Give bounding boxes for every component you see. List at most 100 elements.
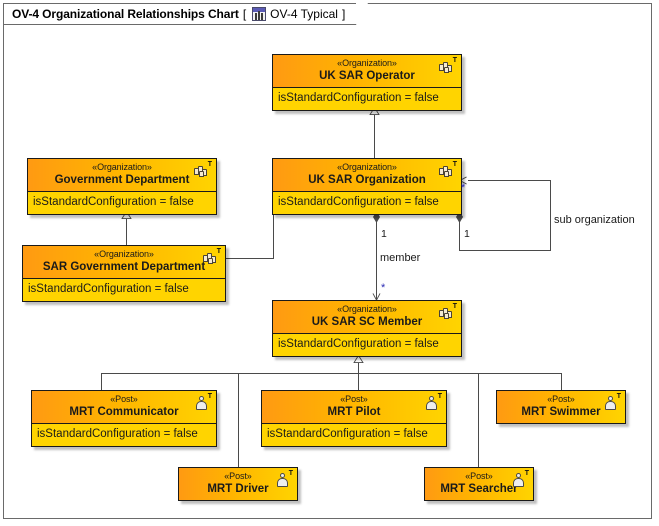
node-uk-sar-organization[interactable]: T «Organization» UK SAR Organization isS… — [272, 158, 462, 215]
bracket-open: [ — [242, 7, 247, 21]
node-stereotype: «Organization» — [337, 304, 397, 314]
node-government-department[interactable]: T «Organization» Government Department i… — [27, 158, 217, 215]
label-member: member — [380, 252, 421, 264]
node-header: T «Post» MRT Pilot — [262, 391, 446, 424]
diagram-icon — [252, 7, 267, 21]
node-header: T «Organization» UK SAR Operator — [273, 55, 461, 88]
node-header: T «Post» MRT Communicator — [32, 391, 216, 424]
node-name: MRT Pilot — [327, 406, 381, 418]
node-mrt-driver[interactable]: T «Post» MRT Driver — [178, 467, 298, 501]
post-glyph — [196, 396, 207, 410]
icon-t-marker: T — [452, 161, 457, 168]
node-mrt-swimmer[interactable]: T «Post» MRT Swimmer — [496, 390, 626, 424]
association-sargov-to-uksar-riser — [273, 212, 274, 259]
post-tree-drop-swimmer — [561, 373, 562, 390]
composition-diamond-sub-organization — [456, 211, 463, 223]
post-icon: T — [194, 393, 212, 411]
post-icon: T — [511, 470, 529, 488]
post-glyph — [605, 396, 616, 410]
post-tree-trunk — [358, 363, 359, 374]
generalization-sargov-to-gov-line — [126, 219, 127, 246]
icon-t-marker: T — [616, 393, 621, 400]
node-name: UK SAR Organization — [308, 174, 426, 186]
multiplicity-member-source: 1 — [381, 228, 387, 240]
organization-icon: T — [203, 248, 221, 266]
icon-t-marker: T — [288, 470, 293, 477]
post-tree-drop-pilot — [358, 373, 359, 390]
node-mrt-pilot[interactable]: T «Post» MRT Pilot isStandardConfigurati… — [261, 390, 447, 447]
post-glyph — [513, 473, 524, 487]
post-tree-drop-driver — [238, 373, 239, 468]
post-tree-bus — [101, 373, 561, 374]
node-stereotype: «Post» — [224, 471, 252, 481]
diagram-subtitle: OV-4 Typical — [270, 7, 338, 21]
node-uk-sar-operator[interactable]: T «Organization» UK SAR Operator isStand… — [272, 54, 462, 111]
label-sub-organization: sub organization — [554, 214, 635, 226]
icon-t-marker: T — [452, 303, 457, 310]
organization-glyph — [439, 60, 454, 74]
organization-icon: T — [439, 161, 457, 179]
organization-icon: T — [439, 303, 457, 321]
node-stereotype: «Organization» — [94, 249, 154, 259]
sub-organization-line-right — [550, 180, 551, 251]
node-attribute: isStandardConfiguration = false — [273, 88, 461, 110]
multiplicity-sub-organization-source: 1 — [464, 228, 470, 240]
bracket-close: ] — [341, 7, 346, 21]
organization-glyph — [203, 251, 218, 265]
node-name: UK SAR Operator — [319, 70, 415, 82]
node-name: MRT Swimmer — [521, 406, 601, 418]
node-header: T «Organization» UK SAR Organization — [273, 159, 461, 192]
node-name: MRT Communicator — [69, 406, 179, 418]
sub-organization-line-down — [459, 216, 460, 251]
node-uk-sar-sc-member[interactable]: T «Organization» UK SAR SC Member isStan… — [272, 300, 462, 357]
node-stereotype: «Organization» — [337, 162, 397, 172]
node-attribute: isStandardConfiguration = false — [273, 334, 461, 356]
multiplicity-sub-organization-target: * — [461, 182, 466, 194]
icon-t-marker: T — [524, 470, 529, 477]
association-sargov-to-uksar-line — [226, 258, 274, 259]
post-icon: T — [424, 393, 442, 411]
node-name: Government Department — [54, 174, 190, 186]
post-tree-drop-communicator — [101, 373, 102, 390]
diagram-title-tab[interactable]: OV-4 Organizational Relationships Chart … — [3, 3, 369, 26]
node-header: T «Organization» Government Department — [28, 159, 216, 192]
organization-glyph — [194, 164, 209, 178]
node-header: T «Organization» SAR Government Departme… — [23, 246, 225, 279]
post-icon: T — [275, 470, 293, 488]
post-glyph — [277, 473, 288, 487]
node-name: UK SAR SC Member — [311, 316, 423, 328]
node-mrt-communicator[interactable]: T «Post» MRT Communicator isStandardConf… — [31, 390, 217, 447]
organization-glyph — [439, 306, 454, 320]
sub-organization-line-bottom — [459, 250, 551, 251]
node-stereotype: «Organization» — [92, 162, 152, 172]
page-title: OV-4 Organizational Relationships Chart — [12, 7, 239, 21]
post-glyph — [426, 396, 437, 410]
node-mrt-searcher[interactable]: T «Post» MRT Searcher — [424, 467, 534, 501]
generalization-arrowhead-gov-dept — [121, 211, 132, 219]
generalization-arrowhead-sc-member — [353, 355, 364, 363]
node-name: MRT Driver — [207, 483, 269, 495]
icon-t-marker: T — [437, 393, 442, 400]
sub-organization-line-top — [468, 180, 551, 181]
organization-icon: T — [439, 57, 457, 75]
node-stereotype: «Post» — [110, 394, 138, 404]
node-sar-government-department[interactable]: T «Organization» SAR Government Departme… — [22, 245, 226, 302]
node-stereotype: «Organization» — [337, 58, 397, 68]
node-header: T «Post» MRT Driver — [179, 468, 297, 500]
node-header: T «Post» MRT Searcher — [425, 468, 533, 500]
composition-diamond-member — [373, 211, 380, 223]
node-attribute: isStandardConfiguration = false — [32, 424, 216, 446]
node-attribute: isStandardConfiguration = false — [23, 279, 225, 301]
icon-t-marker: T — [216, 248, 221, 255]
composition-member-line — [376, 216, 377, 300]
node-name: SAR Government Department — [42, 261, 206, 273]
node-name: MRT Searcher — [440, 483, 518, 495]
node-stereotype: «Post» — [547, 394, 575, 404]
node-stereotype: «Post» — [340, 394, 368, 404]
post-tree-drop-searcher — [478, 373, 479, 468]
organization-glyph — [439, 164, 454, 178]
node-stereotype: «Post» — [465, 471, 493, 481]
generalization-org-to-operator-line — [374, 115, 375, 165]
post-icon: T — [603, 393, 621, 411]
icon-t-marker: T — [452, 57, 457, 64]
